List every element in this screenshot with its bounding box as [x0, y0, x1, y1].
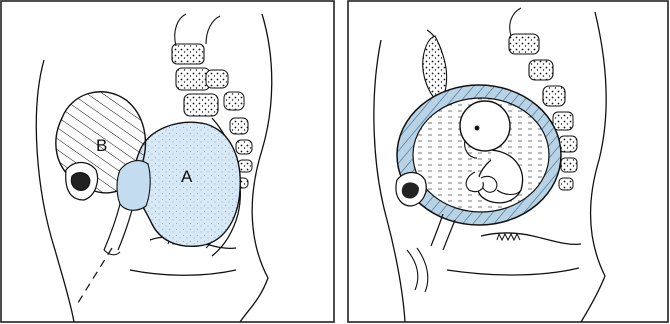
back-outline-right — [581, 12, 606, 322]
perineum-outline-right — [447, 268, 579, 275]
axis-dashed-line — [76, 248, 112, 306]
canal-line-1 — [104, 204, 120, 250]
fetus-head — [460, 101, 510, 151]
canal-end — [104, 250, 120, 255]
right-anatomy-drawing — [347, 0, 670, 324]
bowel-folds-right — [497, 234, 520, 240]
bowel-loop-right — [481, 233, 581, 244]
fetus-eye — [475, 126, 480, 131]
pubic-bone-detail — [71, 173, 90, 191]
cord-line-1 — [407, 250, 418, 290]
cervix-region — [117, 161, 150, 211]
canal-line-2 — [118, 210, 132, 250]
cord-line-2 — [417, 248, 428, 292]
left-anatomy-drawing: B A — [0, 0, 336, 324]
label-b: B — [96, 136, 107, 155]
right-figure-panel — [347, 0, 670, 324]
perineum-outline — [130, 270, 236, 275]
left-figure-panel: B A — [0, 0, 336, 324]
cervix-line-1 — [431, 214, 443, 246]
cervix-line-2 — [443, 220, 455, 250]
label-a: A — [181, 167, 193, 186]
